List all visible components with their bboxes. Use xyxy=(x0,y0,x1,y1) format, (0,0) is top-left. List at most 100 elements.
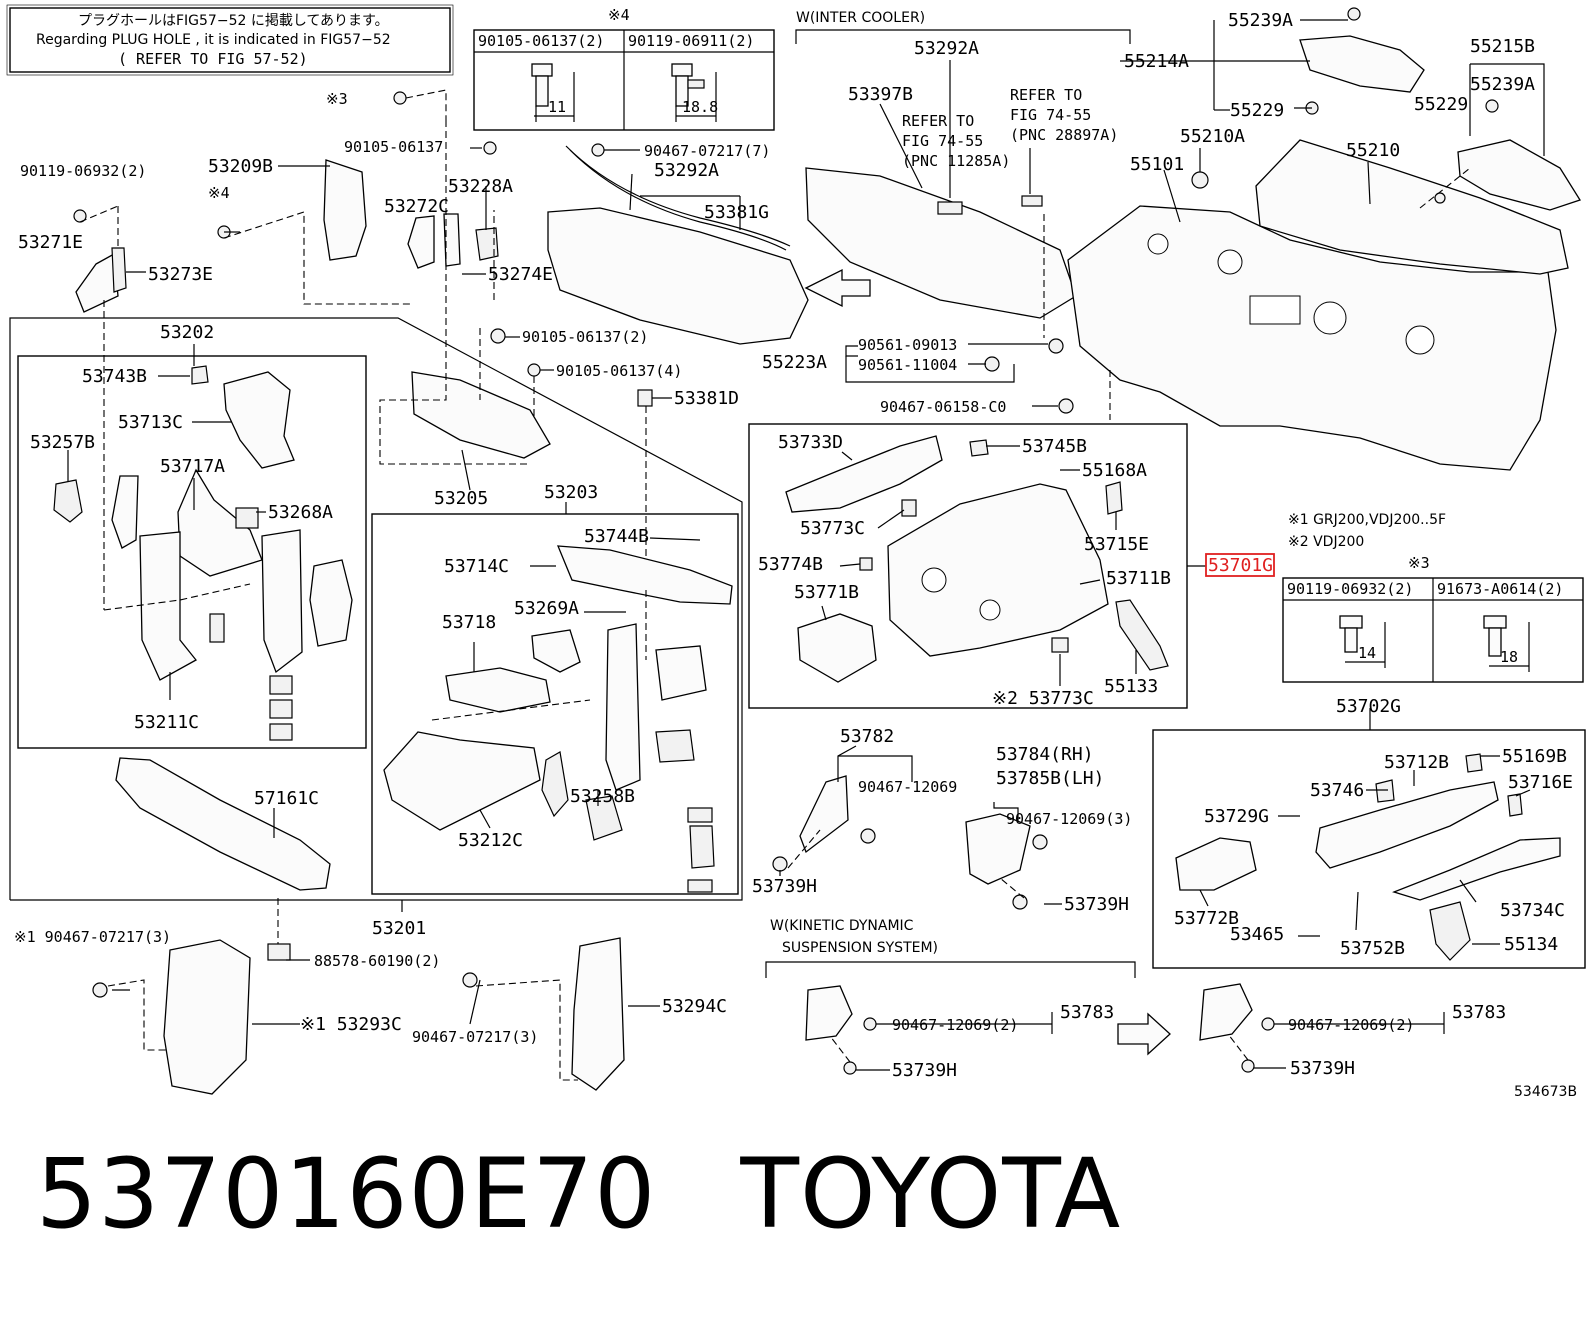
part-label-90467-07217-3: 90467-07217(3) xyxy=(412,1028,538,1046)
part-label-90561-09013: 90561-09013 xyxy=(858,336,957,354)
part-label-88578-60190-2: 88578-60190(2) xyxy=(314,952,440,970)
dashed-assembly-lines xyxy=(79,89,1471,1081)
legend-1: ※1 GRJ200,VDJ200..5F xyxy=(1288,512,1446,528)
part-label-53292a: 53292A xyxy=(654,160,719,181)
table-3-dim1: 14 xyxy=(1358,644,1376,662)
table-3-dim2: 18 xyxy=(1500,648,1518,666)
part-label-53205: 53205 xyxy=(434,488,488,509)
part-label-90467-12069-3: 90467-12069(3) xyxy=(1006,810,1132,828)
highlight-box xyxy=(1205,553,1275,577)
group-frames xyxy=(9,20,1586,978)
part-label-1-90467-07217-3: ※1 90467-07217(3) xyxy=(14,928,171,946)
part-label-53711b: 53711B xyxy=(1106,568,1171,589)
part-label-53739h: 53739H xyxy=(1064,894,1129,915)
notes: W(INTER COOLER) REFER TO FIG 74-55 (PNC … xyxy=(770,10,1577,1100)
part-label-53201: 53201 xyxy=(372,918,426,939)
part-label-53774b: 53774B xyxy=(758,554,823,575)
note-ref: ( REFER TO FIG 57-52) xyxy=(118,50,308,68)
part-label-90467-12069-2: 90467-12069(2) xyxy=(1288,1016,1414,1034)
table-4-dim2: 18.8 xyxy=(682,98,718,116)
plug-hole-note: プラグホールはFIG57−52 に掲載してあります。 Regarding PLU… xyxy=(6,4,454,76)
part-label-90105-06137-2: 90105-06137(2) xyxy=(522,328,648,346)
part-label-53745b: 53745B xyxy=(1022,436,1087,457)
part-label-53714c: 53714C xyxy=(444,556,509,577)
part-label-53203: 53203 xyxy=(544,482,598,503)
part-label-55168a: 55168A xyxy=(1082,460,1147,481)
part-label-55210a: 55210A xyxy=(1180,126,1245,147)
table-4-col1: 90105-06137(2) xyxy=(478,32,604,50)
part-label-53783: 53783 xyxy=(1060,1002,1114,1023)
part-label-55214a: 55214A xyxy=(1124,51,1189,72)
part-label-53381g: 53381G xyxy=(704,202,769,223)
part-label-53701g: 53701G xyxy=(1208,555,1273,576)
part-label-90105-06137: 90105-06137 xyxy=(344,138,443,156)
part-label-53269a: 53269A xyxy=(514,598,579,619)
part-label-53274e: 53274E xyxy=(488,264,553,285)
part-label-53292a: 53292A xyxy=(914,38,979,59)
part-label-53739h: 53739H xyxy=(752,876,817,897)
part-label-90467-12069-2: 90467-12069(2) xyxy=(892,1016,1018,1034)
part-label-53209b: 53209B xyxy=(208,156,273,177)
part-label-53258b: 53258B xyxy=(570,786,635,807)
part-label-53257b: 53257B xyxy=(30,432,95,453)
part-label-53743b: 53743B xyxy=(82,366,147,387)
bolt-icon xyxy=(1339,615,1386,668)
part-label-53752b: 53752B xyxy=(1340,938,1405,959)
part-label-53465: 53465 xyxy=(1230,924,1284,945)
refer-note-a-1: REFER TO xyxy=(902,112,974,130)
legend-2: ※2 VDJ200 xyxy=(1288,534,1364,550)
footer-brand: TOYOTA xyxy=(740,1138,1122,1250)
part-label-55101: 55101 xyxy=(1130,154,1184,175)
bolt-icon xyxy=(1483,615,1530,672)
table-3-col2: 91673-A0614(2) xyxy=(1437,580,1563,598)
part-label-55229: 55229 xyxy=(1230,100,1284,121)
part-label-53381d: 53381D xyxy=(674,388,739,409)
w-kinetic-note-2: SUSPENSION SYSTEM) xyxy=(782,940,938,956)
refer-note-a-3: (PNC 11285A) xyxy=(902,152,1010,170)
part-label-53715e: 53715E xyxy=(1084,534,1149,555)
part-label-53729g: 53729G xyxy=(1204,806,1269,827)
leader-lines xyxy=(67,19,1545,1071)
diagram-id: 534673B xyxy=(1514,1084,1577,1100)
part-label-57161c: 57161C xyxy=(254,788,319,809)
part-label-90561-11004: 90561-11004 xyxy=(858,356,957,374)
part-label-53712b: 53712B xyxy=(1384,752,1449,773)
part-label-53716e: 53716E xyxy=(1508,772,1573,793)
table-4-mark: ※4 xyxy=(608,6,630,24)
part-label-53734c: 53734C xyxy=(1500,900,1565,921)
part-label-53783: 53783 xyxy=(1452,1002,1506,1023)
part-label-53773c: 53773C xyxy=(800,518,865,539)
part-label-53202: 53202 xyxy=(160,322,214,343)
refer-note-a-2: FIG 74-55 xyxy=(902,132,983,150)
part-label-1-53293c: ※1 53293C xyxy=(300,1014,402,1035)
refer-note-b-1: REFER TO xyxy=(1010,86,1082,104)
part-label-90105-06137-4: 90105-06137(4) xyxy=(556,362,682,380)
part-label-53739h: 53739H xyxy=(1290,1058,1355,1079)
part-label-55210: 55210 xyxy=(1346,140,1400,161)
bolt-icon xyxy=(531,63,575,122)
footer-part-number: 5370160E70 xyxy=(36,1138,657,1250)
table-3-mark: ※3 xyxy=(1408,554,1430,572)
part-label-53744b: 53744B xyxy=(584,526,649,547)
part-label-53702g: 53702G xyxy=(1336,696,1401,717)
part-label-53746: 53746 xyxy=(1310,780,1364,801)
table-4-dim1: 11 xyxy=(548,98,566,116)
part-label-90467-06158-c0: 90467-06158-C0 xyxy=(880,398,1006,416)
part-label-90467-07217-7: 90467-07217(7) xyxy=(644,142,770,160)
part-label-53733d: 53733D xyxy=(778,432,843,453)
part-label-2-53773c: ※2 53773C xyxy=(992,688,1094,709)
table-4-col2: 90119-06911(2) xyxy=(628,32,754,50)
part-label-53782: 53782 xyxy=(840,726,894,747)
part-label-90467-12069: 90467-12069 xyxy=(858,778,957,796)
part-labels: ※390105-0613790119-06932(2)53209B※453272… xyxy=(14,10,1573,1081)
footer: 5370160E70 TOYOTA xyxy=(36,1138,1121,1250)
part-label-55215b: 55215B xyxy=(1470,36,1535,57)
part-label-53272c: 53272C xyxy=(384,196,449,217)
part-label-55223a: 55223A xyxy=(762,352,827,373)
part-label-53771b: 53771B xyxy=(794,582,859,603)
bolt-icon xyxy=(671,63,717,122)
refer-note-b-2: FIG 74-55 xyxy=(1010,106,1091,124)
part-label-53268a: 53268A xyxy=(268,502,333,523)
part-label-90119-06932-2: 90119-06932(2) xyxy=(20,162,146,180)
